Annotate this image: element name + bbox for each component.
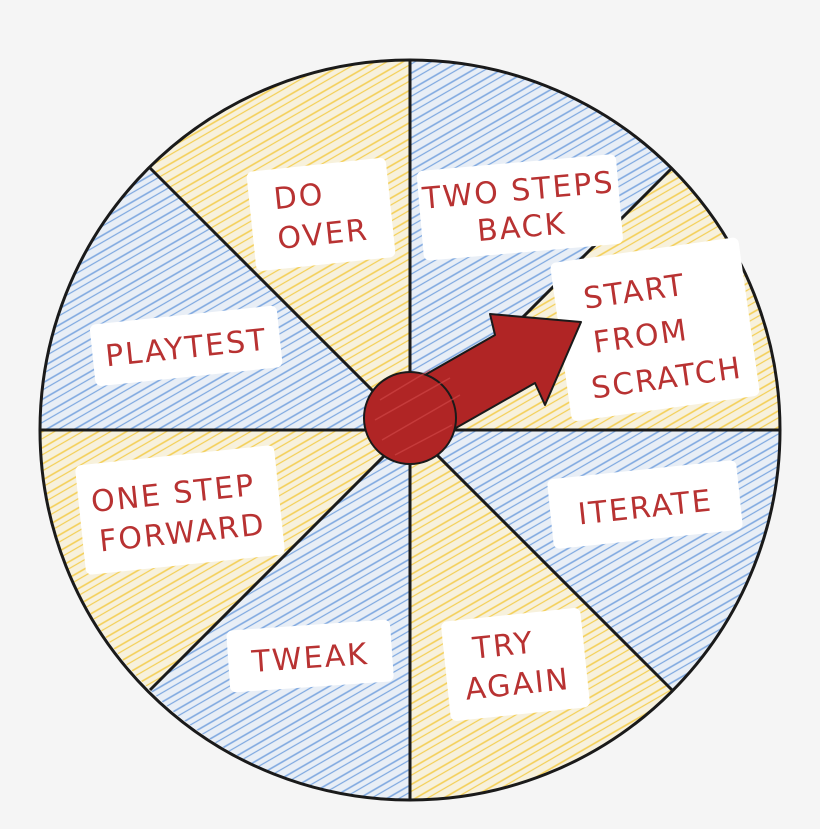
label-one-step-forward: ONE STEP FORWARD bbox=[75, 445, 285, 575]
spinner-pointer[interactable] bbox=[363, 313, 582, 465]
label-text: BACK bbox=[476, 206, 568, 249]
label-text: TWEAK bbox=[250, 637, 370, 680]
label-iterate: ITERATE bbox=[547, 460, 743, 549]
label-text: DO bbox=[272, 177, 326, 217]
label-try-again: TRY AGAIN bbox=[441, 608, 590, 721]
label-do-over: DO OVER bbox=[246, 157, 396, 271]
label-start-from-scratch: START FROM SCRATCH bbox=[550, 237, 760, 421]
label-playtest: PLAYTEST bbox=[89, 305, 283, 386]
label-tweak: TWEAK bbox=[226, 619, 394, 693]
label-text: TRY bbox=[470, 625, 536, 666]
label-two-steps-back: TWO STEPS BACK bbox=[416, 154, 623, 261]
segment-tweak[interactable] bbox=[150, 430, 410, 800]
hub-hatch bbox=[374, 369, 461, 456]
